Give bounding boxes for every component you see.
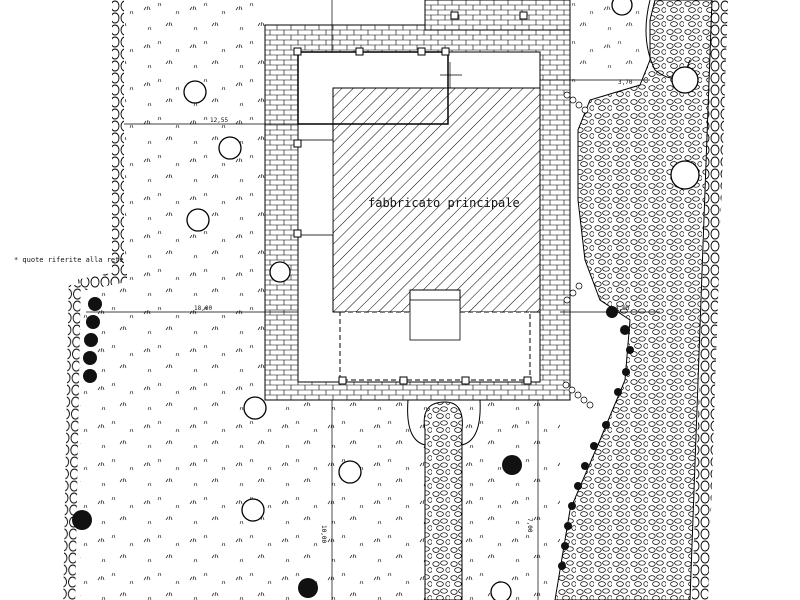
dim-upper-left: 12,55 [210,117,228,124]
dim-middle-left: 18,00 [194,305,212,312]
dim-middle-right: 4,00 [615,305,630,312]
shrubs [72,297,634,598]
dim-lower-right: 7,00 [526,518,533,533]
main-building-label: fabbricato principale [368,196,520,210]
labels: fabbricato principale * quote riferite a… [14,79,633,543]
columns [293,11,532,385]
dim-top-right: 3,70 [618,79,633,86]
stepping-stones [562,91,594,409]
entry-path [407,399,481,600]
dim-lower-mid: 10,00 [320,525,327,543]
trees [183,0,700,600]
elevation-note: * quote riferite alla rete [14,256,124,264]
